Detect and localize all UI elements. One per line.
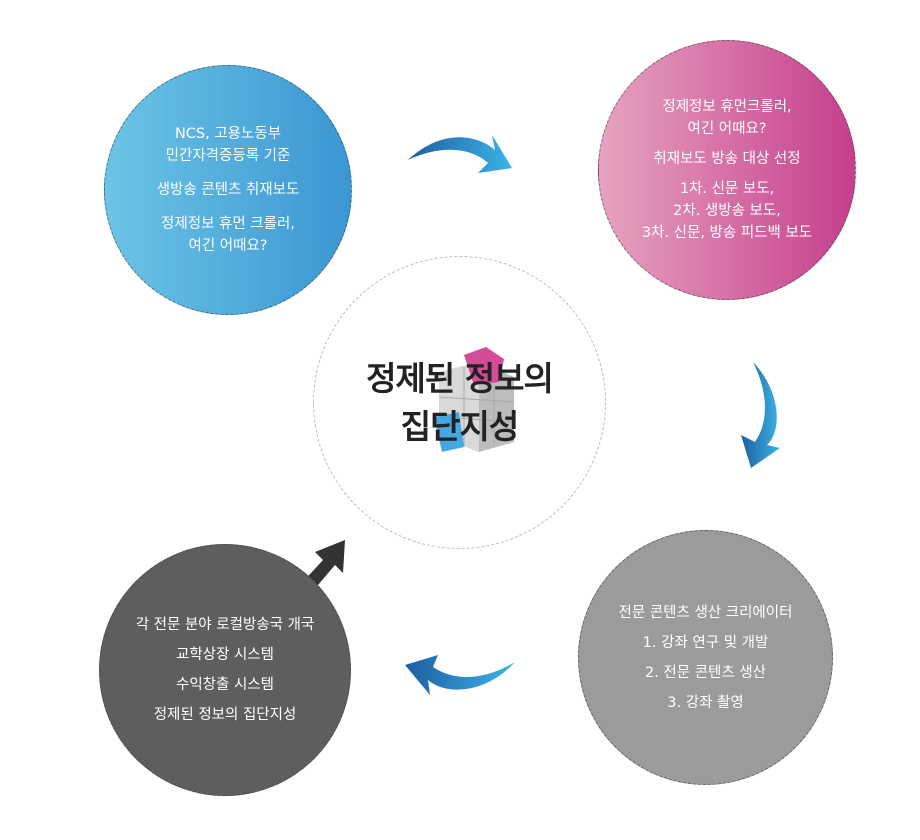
text-line: 수익창출 시스템 [176,677,274,693]
circle-step-3: 전문 콘텐츠 생산 크리에이터 1. 강좌 연구 및 개발 2. 전문 콘텐츠 … [578,530,833,785]
text-line: 취재보도 방송 대상 선정 [653,151,801,167]
text-line: 정제정보 휴먼 크롤러, [161,216,295,232]
arrow-top [408,135,512,173]
text-line: 1. 강좌 연구 및 개발 [642,634,769,651]
text-line: 생방송 콘텐츠 취재보도 [156,182,300,198]
text-line: 여긴 어때요? [188,238,268,254]
text-line: 3차. 신문, 방송 피드백 보도 [641,225,813,241]
text-line: 정제정보 휴먼크롤러, [662,99,792,115]
arrow-right [741,362,780,468]
center-circle: 정제된 정보의 집단지성 [313,256,606,549]
center-title-line-1: 정제된 정보의 [366,358,554,398]
text-line: 정제된 정보의 집단지성 [153,707,297,723]
circle-step-4: 각 전문 분야 로컬방송국 개국 교학상장 시스템 수익창출 시스템 정제된 정… [99,544,351,796]
text-line: 3. 강좌 촬영 [667,694,744,711]
circle-step-2: 정제정보 휴먼크롤러, 여긴 어때요? 취재보도 방송 대상 선정 1차. 신문… [598,40,856,300]
text-line: 각 전문 분야 로컬방송국 개국 [135,617,315,633]
cube-icon [434,347,515,452]
text-line: 2차. 생방송 보도, [673,203,781,219]
text-line: 1차. 신문 보도, [679,181,775,197]
text-line: 2. 전문 콘텐츠 생산 [644,664,767,681]
text-line: 민간자격증등록 기준 [165,148,291,164]
arrow-bottom [405,655,515,695]
text-line: NCS, 고용노동부 [174,126,282,142]
circle-step-1: NCS, 고용노동부 민간자격증등록 기준 생방송 콘텐츠 취재보도 정제정보 … [104,65,352,315]
center-title-line-2: 집단지성 [400,406,519,446]
text-line: 교학상장 시스템 [176,647,274,663]
text-line: 여긴 어때요? [687,121,767,137]
text-line: 전문 콘텐츠 생산 크리에이터 [618,604,793,621]
